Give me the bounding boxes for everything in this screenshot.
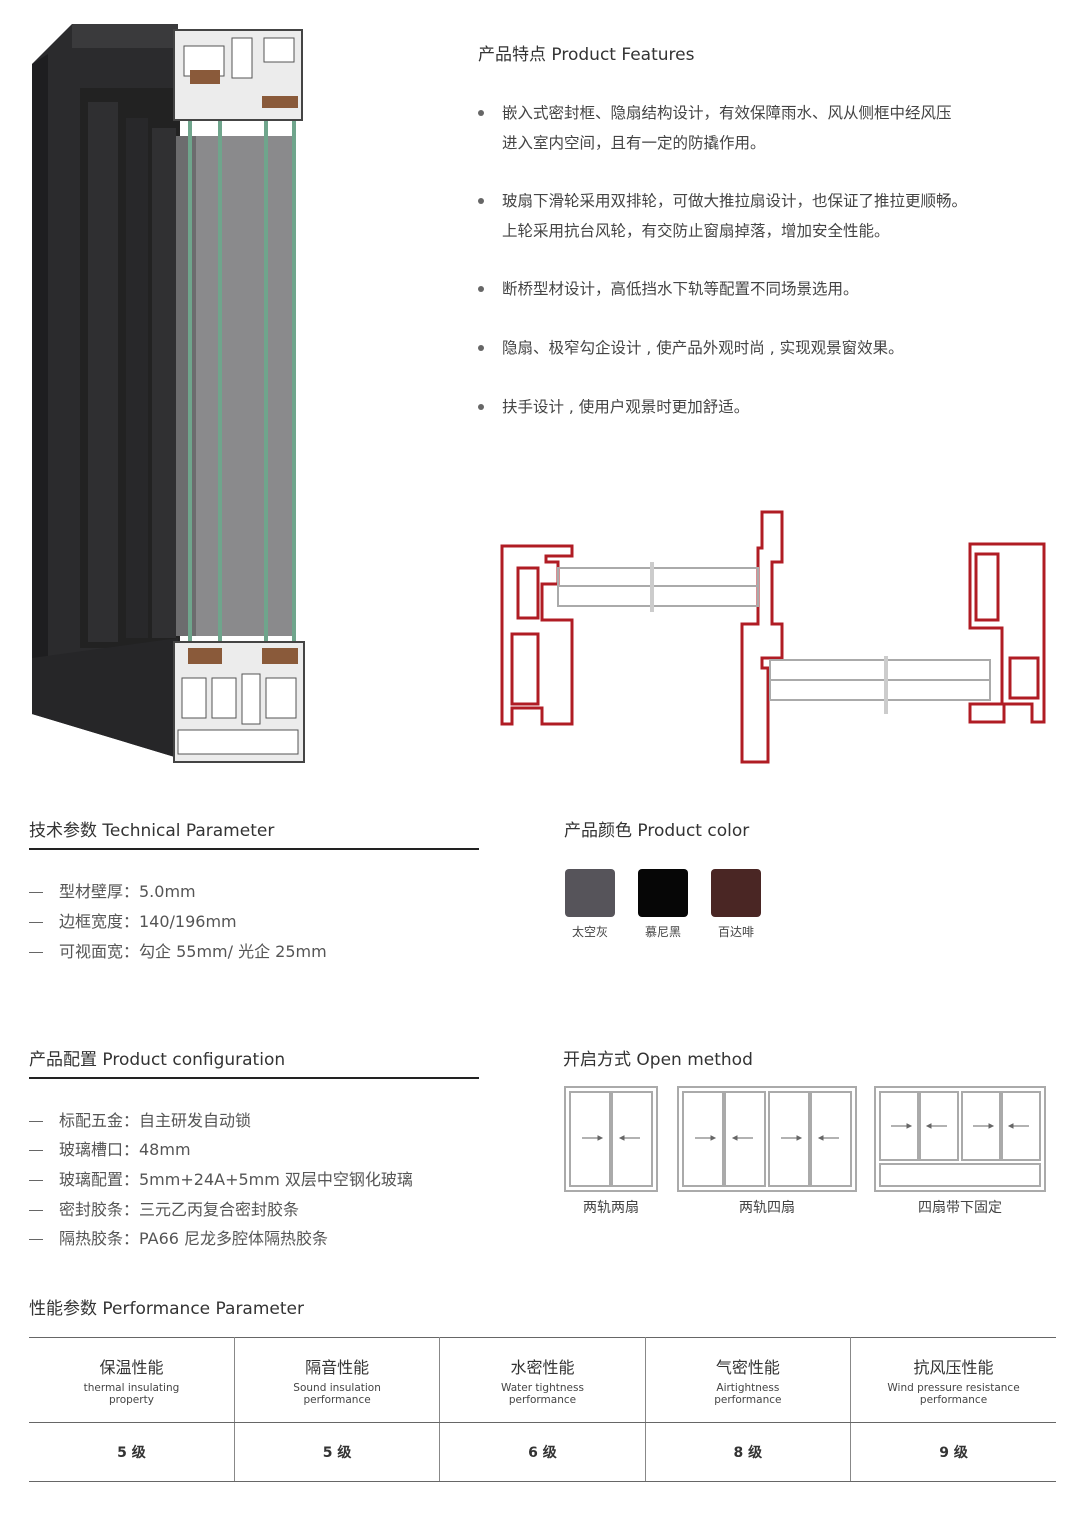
open-method-label: 四扇带下固定 — [918, 1200, 1002, 1216]
configuration-item-text: 玻璃槽口：48mm — [59, 1140, 191, 1159]
color-swatch-munich-black — [638, 869, 688, 917]
performance-name-en: performance — [303, 1394, 371, 1406]
open-method-title: 开启方式 Open method — [563, 1050, 753, 1070]
performance-name-en: Wind pressure resistance — [887, 1382, 1020, 1394]
dash-icon — [29, 1180, 43, 1181]
feature-item: 扶手设计 , 使用户观景时更加舒适。 — [478, 392, 1038, 422]
feature-text: 隐扇、极窄勾企设计 , 使产品外观时尚 , 实现观景窗效果。 — [502, 339, 904, 357]
technical-item-text: 边框宽度：140/196mm — [59, 912, 237, 931]
performance-value: 5 级 — [234, 1422, 441, 1482]
performance-name-en: performance — [714, 1394, 782, 1406]
dash-icon — [29, 1239, 43, 1240]
configuration-item-text: 隔热胶条：PA66 尼龙多腔体隔热胶条 — [59, 1229, 329, 1248]
feature-text: 断桥型材设计，高低挡水下轨等配置不同场景选用。 — [502, 280, 859, 298]
feature-text: 嵌入式密封框、隐扇结构设计，有效保障雨水、风从侧框中经风压 — [502, 104, 952, 122]
dash-icon — [29, 892, 43, 893]
two-track-four-sash-diagram — [677, 1086, 857, 1192]
bullet-icon — [478, 345, 484, 351]
configuration-item-text: 标配五金：自主研发自动锁 — [59, 1111, 252, 1130]
technical-item: 可视面宽：勾企 55mm/ 光企 25mm — [29, 938, 327, 962]
bullet-icon — [478, 198, 484, 204]
configuration-item-text: 密封胶条：三元乙丙复合密封胶条 — [59, 1200, 300, 1219]
performance-name-en: Water tightness — [501, 1382, 584, 1394]
profile-section-diagram — [500, 510, 1046, 764]
configuration-item-text: 玻璃配置：5mm+24A+5mm 双层中空钢化玻璃 — [59, 1170, 413, 1189]
configuration-title: 产品配置 Product configuration — [29, 1050, 286, 1070]
performance-name-en: performance — [508, 1394, 577, 1406]
dash-icon — [29, 1121, 43, 1122]
dash-icon — [29, 952, 43, 953]
performance-value: 8 级 — [645, 1422, 852, 1482]
configuration-item: 玻璃槽口：48mm — [29, 1136, 191, 1160]
performance-name-en: Airtightness — [716, 1382, 780, 1394]
section-divider — [29, 848, 479, 850]
feature-text: 玻扇下滑轮采用双排轮，可做大推拉扇设计，也保证了推拉更顺畅。 — [502, 192, 968, 210]
window-profile-image — [32, 24, 305, 763]
color-label: 百达啡 — [717, 925, 754, 939]
open-method-label: 两轨四扇 — [739, 1200, 795, 1216]
dash-icon — [29, 1150, 43, 1151]
performance-value: 6 级 — [439, 1422, 646, 1482]
color-label: 慕尼黑 — [644, 925, 681, 939]
performance-name-cn: 隔音性能 — [305, 1358, 370, 1377]
performance-name-cn: 水密性能 — [510, 1358, 575, 1377]
technical-item: 型材壁厚：5.0mm — [29, 878, 196, 902]
four-sash-bottom-fixed-diagram — [874, 1086, 1046, 1192]
performance-value-row: 5 级 5 级 6 级 8 级 9 级 — [29, 1422, 1056, 1482]
performance-name-en: thermal insulating — [83, 1382, 180, 1394]
performance-name-en: Sound insulation — [293, 1382, 381, 1394]
color-title: 产品颜色 Product color — [564, 821, 750, 841]
configuration-item: 玻璃配置：5mm+24A+5mm 双层中空钢化玻璃 — [29, 1166, 413, 1190]
feature-text: 扶手设计 , 使用户观景时更加舒适。 — [502, 398, 750, 416]
performance-value: 9 级 — [850, 1422, 1056, 1482]
performance-name-cn: 保温性能 — [99, 1358, 164, 1377]
technical-item: 边框宽度：140/196mm — [29, 908, 237, 932]
technical-title: 技术参数 Technical Parameter — [29, 821, 275, 841]
configuration-item: 隔热胶条：PA66 尼龙多腔体隔热胶条 — [29, 1225, 328, 1249]
feature-item: 断桥型材设计，高低挡水下轨等配置不同场景选用。 — [478, 274, 1038, 304]
bullet-icon — [478, 110, 484, 116]
performance-name-cn: 气密性能 — [715, 1358, 780, 1377]
feature-text: 上轮采用抗台风轮，有交防止窗扇掉落，增加安全性能。 — [502, 222, 890, 240]
features-title: 产品特点 Product Features — [478, 45, 695, 65]
color-swatch-coffee — [711, 869, 761, 917]
technical-item-text: 可视面宽：勾企 55mm/ 光企 25mm — [59, 942, 327, 961]
color-label: 太空灰 — [571, 925, 608, 939]
two-track-two-sash-diagram — [564, 1086, 658, 1192]
performance-name-cn: 抗风压性能 — [913, 1358, 994, 1377]
color-swatch-space-gray — [565, 869, 615, 917]
performance-title: 性能参数 Performance Parameter — [29, 1299, 304, 1319]
dash-icon — [29, 1210, 43, 1211]
performance-value: 5 级 — [29, 1422, 235, 1482]
feature-item: 隐扇、极窄勾企设计 , 使产品外观时尚 , 实现观景窗效果。 — [478, 333, 1038, 363]
feature-item: 玻扇下滑轮采用双排轮，可做大推拉扇设计，也保证了推拉更顺畅。 上轮采用抗台风轮，… — [478, 186, 1038, 246]
dash-icon — [29, 922, 43, 923]
performance-name-en: property — [108, 1394, 154, 1406]
bullet-icon — [478, 404, 484, 410]
bullet-icon — [478, 286, 484, 292]
section-divider — [29, 1077, 479, 1079]
feature-text: 进入室内空间，且有一定的防撬作用。 — [502, 134, 766, 152]
open-method-label: 两轨两扇 — [583, 1200, 639, 1216]
configuration-item: 标配五金：自主研发自动锁 — [29, 1107, 251, 1131]
technical-item-text: 型材壁厚：5.0mm — [59, 882, 196, 901]
performance-name-en: performance — [919, 1394, 988, 1406]
feature-item: 嵌入式密封框、隐扇结构设计，有效保障雨水、风从侧框中经风压 进入室内空间，且有一… — [478, 98, 1038, 158]
configuration-item: 密封胶条：三元乙丙复合密封胶条 — [29, 1196, 299, 1220]
